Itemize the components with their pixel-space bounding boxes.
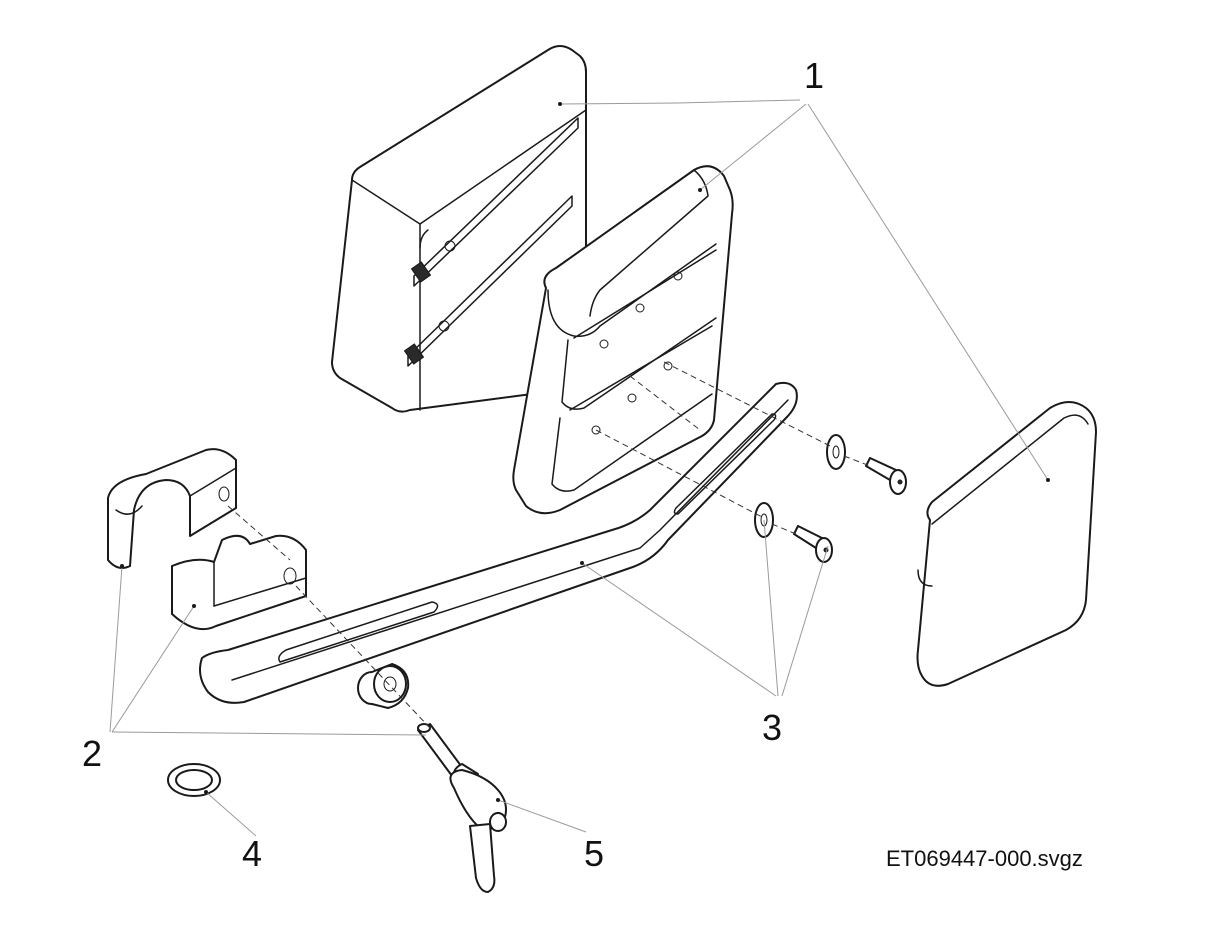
washer-upper bbox=[826, 434, 846, 470]
leader-lines bbox=[109, 99, 1049, 837]
side-cover-plate bbox=[916, 401, 1097, 687]
assembly-axes bbox=[227, 361, 871, 729]
callout-4: 4 bbox=[242, 833, 262, 874]
back-pad-box bbox=[331, 45, 587, 413]
screw-lower bbox=[793, 525, 833, 563]
clamp-right-half bbox=[171, 534, 307, 630]
file-name-label: ET069447-000.svgz bbox=[886, 846, 1083, 871]
leader-dots bbox=[120, 102, 1050, 802]
callout-5: 5 bbox=[584, 833, 604, 874]
screw-upper bbox=[865, 457, 907, 495]
callout-3: 3 bbox=[762, 707, 782, 748]
clamping-lever bbox=[417, 723, 507, 893]
callout-1: 1 bbox=[804, 55, 824, 96]
clamp-left-half bbox=[107, 448, 237, 569]
ribbed-side-pad bbox=[512, 165, 734, 515]
o-ring bbox=[167, 763, 221, 797]
callout-2: 2 bbox=[82, 733, 102, 774]
spacer-washer bbox=[357, 663, 410, 709]
